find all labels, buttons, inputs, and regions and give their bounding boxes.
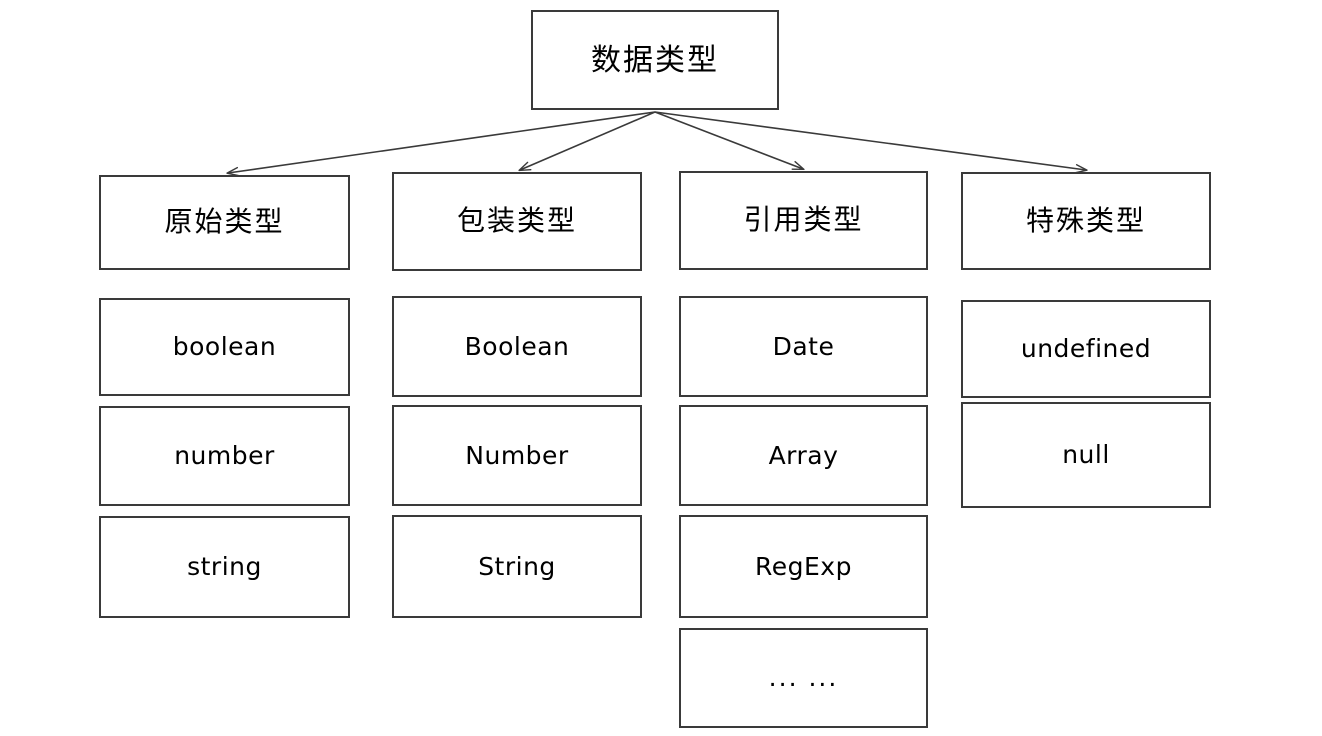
node-leaf-string-wrapper: String	[392, 515, 642, 618]
node-leaf-null: null	[961, 402, 1211, 508]
node-leaf-boolean-wrapper: Boolean	[392, 296, 642, 397]
node-leaf-number: number	[99, 406, 350, 506]
edge-root-to-category-1	[518, 111, 656, 172]
node-leaf-array: Array	[679, 405, 928, 506]
node-leaf-regexp: RegExp	[679, 515, 928, 618]
node-leaf-regexp-label: RegExp	[755, 551, 852, 581]
node-category-reference: 引用类型	[679, 171, 928, 270]
node-category-wrapper-label: 包装类型	[456, 204, 577, 238]
node-category-primitive: 原始类型	[99, 175, 350, 270]
edge-root-to-category-3	[654, 111, 1088, 174]
node-category-primitive-label: 原始类型	[164, 205, 285, 239]
edge-root-to-category-0	[226, 111, 656, 177]
node-category-special: 特殊类型	[961, 172, 1211, 270]
node-category-wrapper: 包装类型	[392, 172, 642, 271]
node-leaf-number-label: number	[174, 441, 275, 471]
node-leaf-undefined: undefined	[961, 300, 1211, 398]
node-leaf-date: Date	[679, 296, 928, 397]
node-category-reference-label: 引用类型	[743, 203, 864, 237]
node-leaf-string-wrapper-label: String	[478, 551, 556, 581]
node-leaf-string-label: string	[187, 552, 262, 582]
node-category-special-label: 特殊类型	[1025, 203, 1146, 237]
node-leaf-null-label: null	[1062, 440, 1110, 470]
node-root-label: 数据类型	[591, 42, 719, 78]
node-leaf-undefined-label: undefined	[1020, 334, 1152, 364]
node-leaf-number-wrapper: Number	[392, 405, 642, 506]
node-leaf-number-wrapper-label: Number	[465, 440, 569, 470]
node-leaf-date-label: Date	[772, 331, 835, 361]
node-leaf-more-label: ... ...	[768, 663, 839, 693]
node-leaf-more: ... ...	[679, 628, 928, 728]
node-leaf-boolean: boolean	[99, 298, 350, 396]
node-leaf-boolean-label: boolean	[172, 332, 277, 362]
edge-root-to-category-2	[654, 111, 805, 171]
node-root: 数据类型	[531, 10, 779, 110]
node-leaf-boolean-wrapper-label: Boolean	[464, 331, 570, 361]
node-leaf-string: string	[99, 516, 350, 618]
node-leaf-array-label: Array	[768, 440, 839, 470]
